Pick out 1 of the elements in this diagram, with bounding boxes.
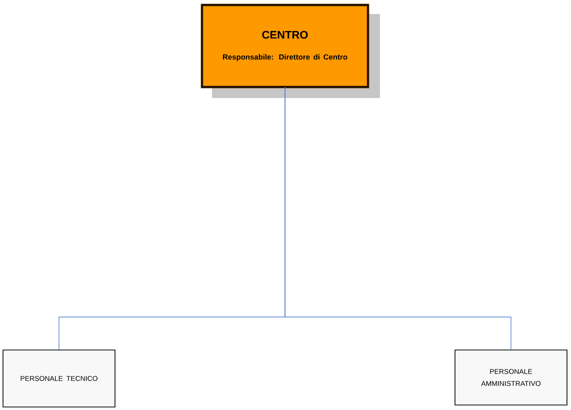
connector-line [284,86,512,350]
